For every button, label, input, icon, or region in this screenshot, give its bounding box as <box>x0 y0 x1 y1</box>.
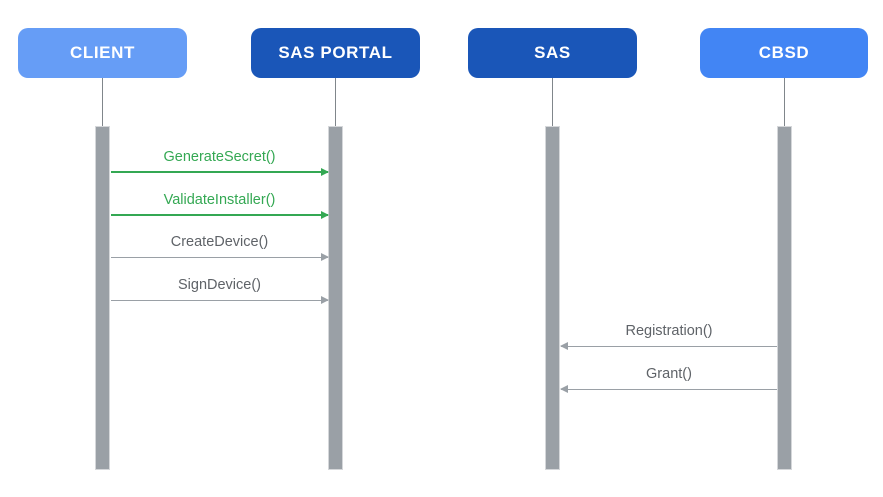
activation-bar-cbsd <box>777 126 792 470</box>
message-line <box>561 345 777 347</box>
lifeline-stem-sas-portal <box>335 78 336 126</box>
actor-box-cbsd: CBSD <box>700 28 868 78</box>
message-registration: Registration() <box>560 322 777 350</box>
arrowhead-left-icon <box>560 342 568 350</box>
arrowhead-left-icon <box>560 385 568 393</box>
message-generate-secret: GenerateSecret() <box>111 148 329 176</box>
message-validate-installer: ValidateInstaller() <box>111 191 329 219</box>
activation-bar-client <box>95 126 110 470</box>
lifeline-stem-cbsd <box>784 78 785 126</box>
actor-label-client: CLIENT <box>70 43 135 62</box>
message-label: ValidateInstaller() <box>163 192 276 208</box>
message-line <box>111 299 328 301</box>
message-label: CreateDevice() <box>170 234 269 250</box>
arrowhead-right-icon <box>321 168 329 176</box>
message-line <box>111 214 328 216</box>
message-label: GenerateSecret() <box>163 149 276 165</box>
actor-box-sas: SAS <box>468 28 637 78</box>
message-label: SignDevice() <box>178 277 261 293</box>
activation-bar-sas-portal <box>328 126 343 470</box>
actor-label-sas: SAS <box>534 43 571 62</box>
message-line <box>111 256 328 258</box>
actor-label-cbsd: CBSD <box>758 43 810 62</box>
activation-bar-sas <box>545 126 560 470</box>
actor-box-client: CLIENT <box>18 28 187 78</box>
message-sign-device: SignDevice() <box>111 276 329 304</box>
arrowhead-right-icon <box>321 211 329 219</box>
message-label: Registration() <box>625 323 713 339</box>
message-grant: Grant() <box>560 365 777 393</box>
arrowhead-right-icon <box>321 296 329 304</box>
arrowhead-right-icon <box>321 253 329 261</box>
message-line <box>111 171 328 173</box>
actor-label-sas-portal: SAS PORTAL <box>278 43 393 62</box>
lifeline-stem-client <box>102 78 103 126</box>
message-line <box>561 388 777 390</box>
message-create-device: CreateDevice() <box>111 233 329 261</box>
actor-box-sas-portal: SAS PORTAL <box>251 28 420 78</box>
message-label: Grant() <box>646 366 692 382</box>
lifeline-stem-sas <box>552 78 553 126</box>
